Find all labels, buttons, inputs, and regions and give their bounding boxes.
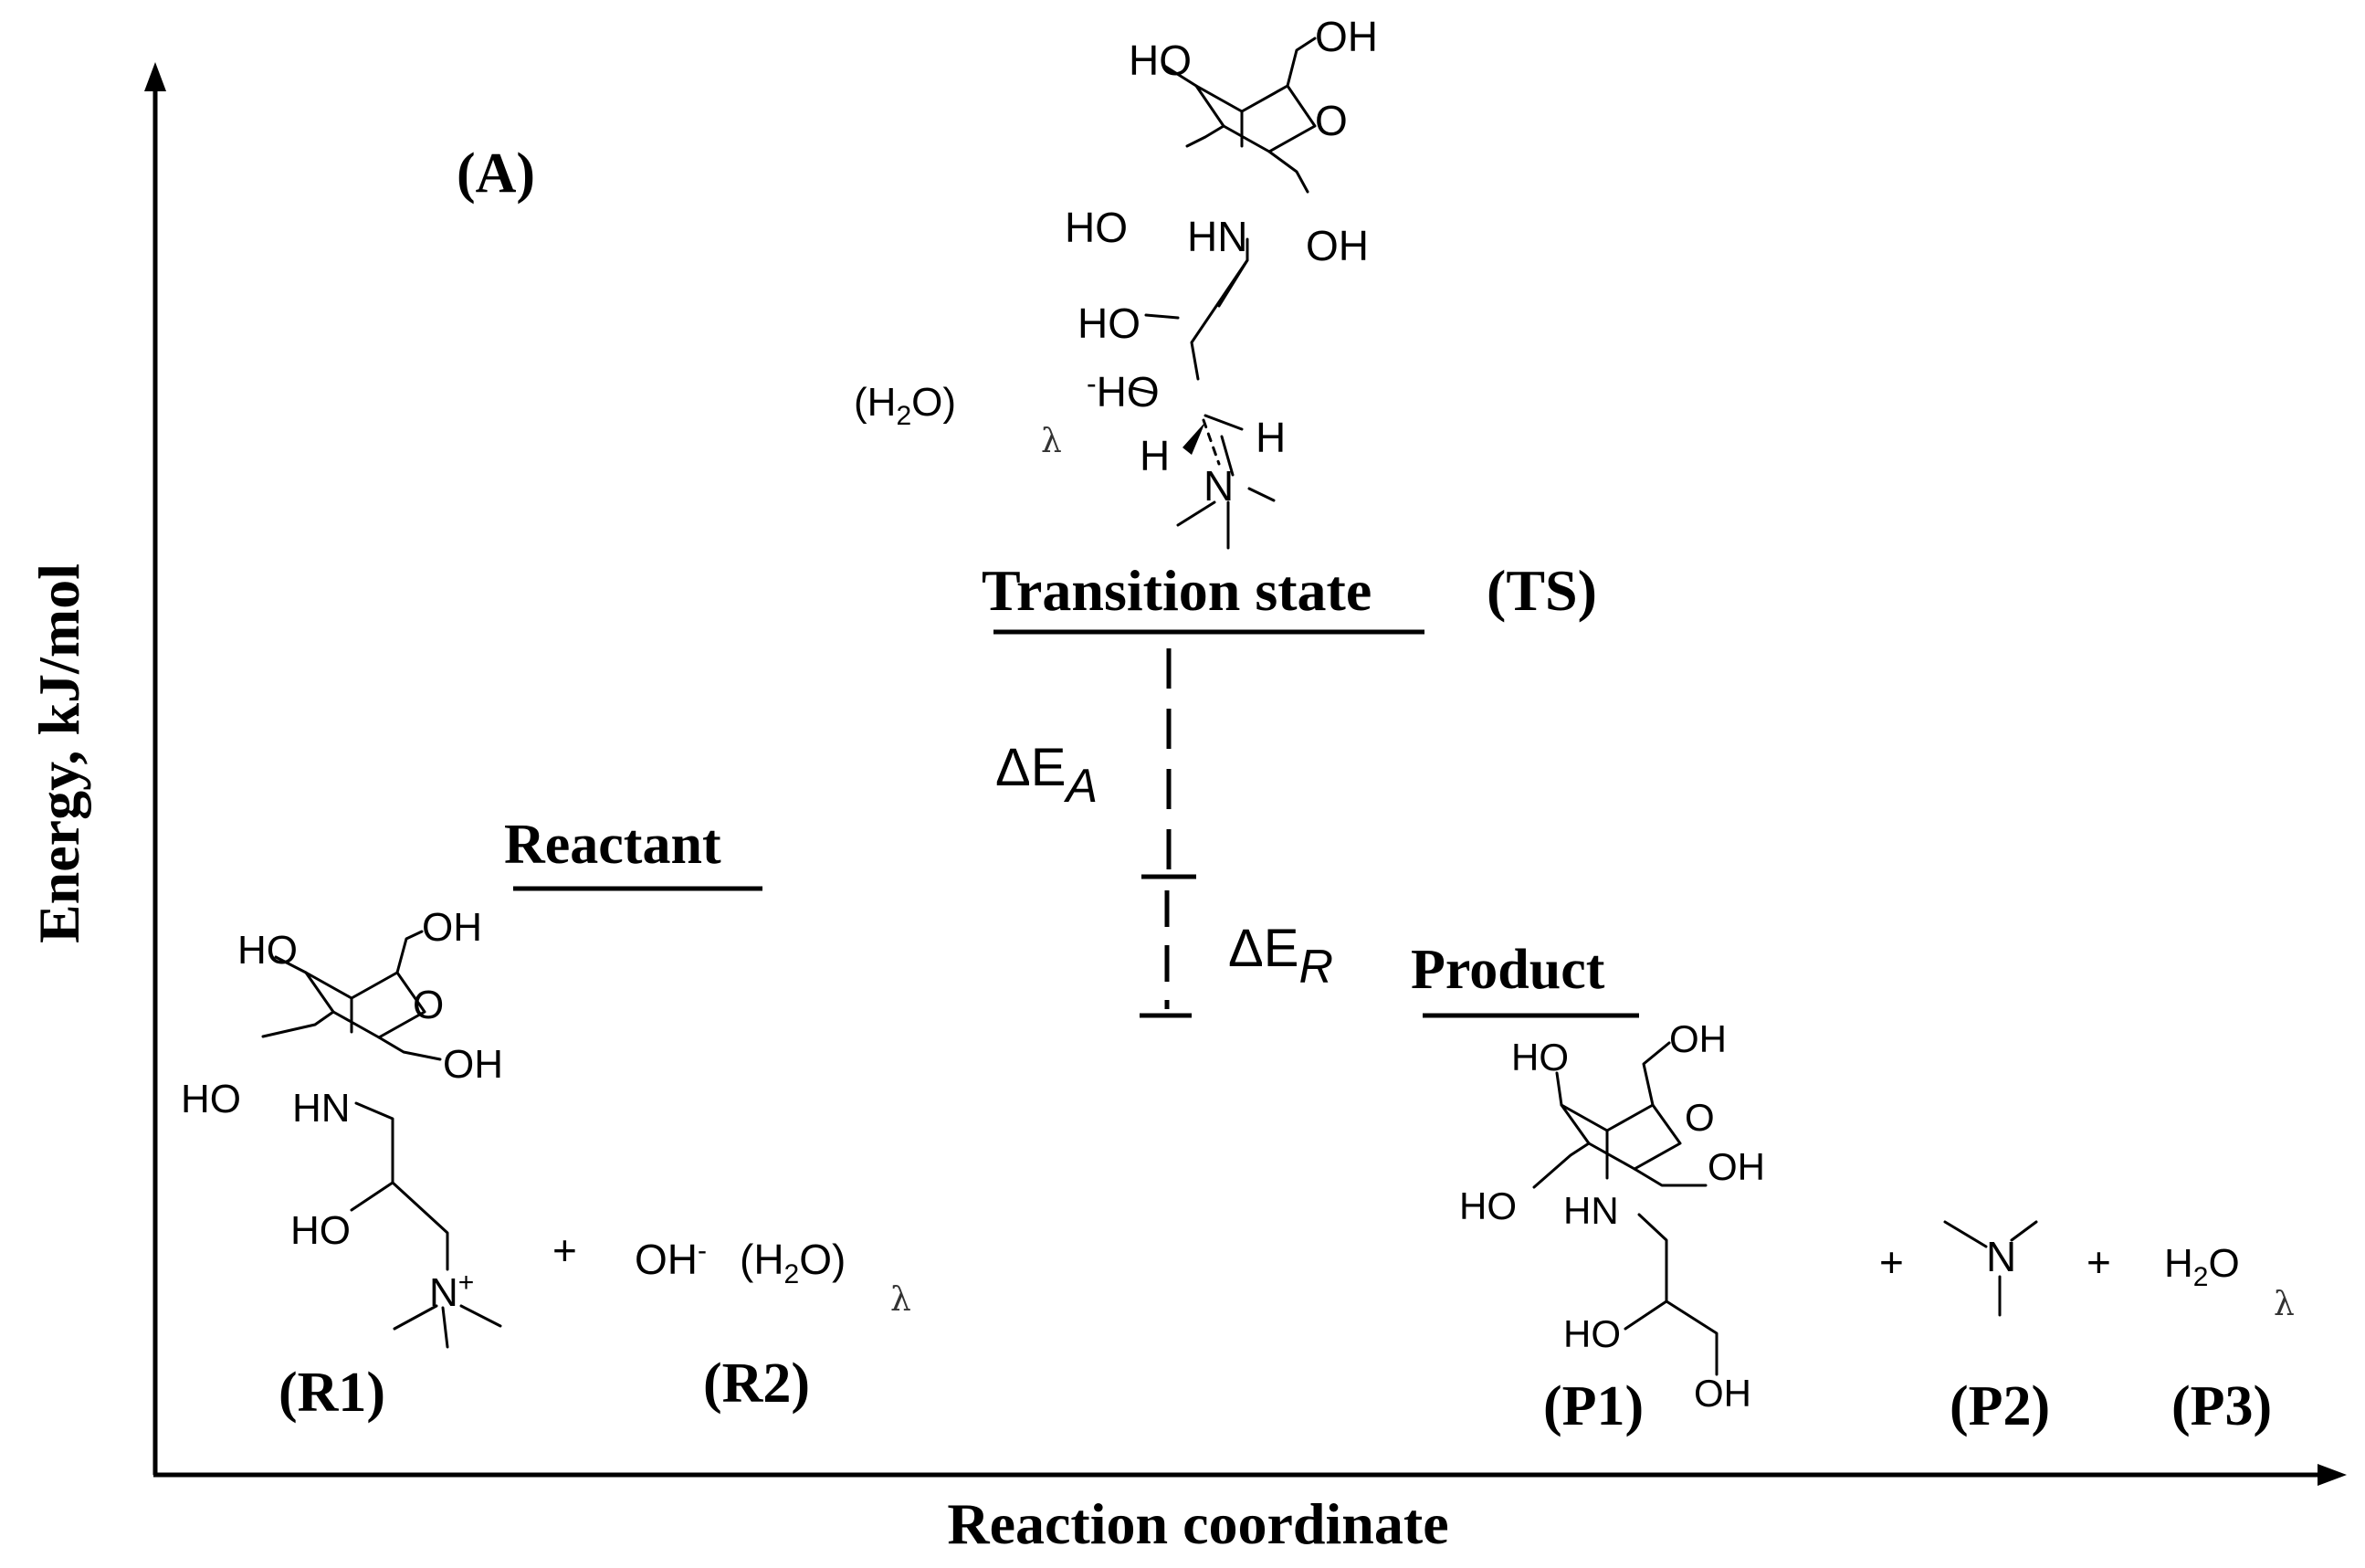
p1-oh-right: OH	[1708, 1145, 1765, 1188]
r1-ho-chain: HO	[290, 1208, 351, 1253]
ts-oh-right: OH	[1306, 222, 1369, 269]
r1-ho-left: HO	[181, 1077, 241, 1121]
activation-energy-label: ΔEA	[995, 738, 1098, 813]
transition-state-label: Transition state	[982, 558, 1372, 623]
ts-n: N	[1204, 462, 1234, 510]
transition-state-abbr: (TS)	[1487, 558, 1597, 623]
reactant-r2-structure: + OH- (H2O) λ (R2)	[552, 1226, 911, 1415]
p2-label: (P2)	[1950, 1375, 2050, 1437]
reactant-plus-sign: +	[552, 1226, 577, 1274]
reactant-r1-structure: HO OH O HO HN OH HO N+ (R1)	[181, 905, 503, 1424]
p1-oh-end: OH	[1694, 1372, 1751, 1415]
p1-ho-left: HO	[1459, 1184, 1517, 1227]
r1-label: (R1)	[279, 1362, 385, 1424]
x-axis-arrowhead	[2318, 1464, 2347, 1486]
reaction-energy-label: ΔER	[1228, 919, 1333, 994]
product-plus-sign-2: +	[2086, 1238, 2111, 1286]
r2-hydroxide: OH-	[635, 1236, 707, 1283]
y-axis-label: Energy, kJ/mol	[26, 563, 91, 943]
r1-bonds	[261, 930, 502, 1349]
product-p2-structure: + N (P2)	[1879, 1220, 2050, 1437]
ts-water: (H2O)	[854, 380, 956, 431]
r1-oh-top: OH	[422, 905, 482, 950]
energy-differences: ΔEA ΔER	[995, 648, 1333, 1018]
r1-ring-o: O	[413, 983, 444, 1027]
reactant-label: Reactant	[504, 814, 721, 876]
r1-n-plus: N+	[429, 1268, 474, 1315]
axes	[144, 62, 2347, 1486]
p1-ho-top: HO	[1511, 1036, 1569, 1079]
p3-lambda: λ	[2274, 1286, 2295, 1323]
p1-label: (P1)	[1543, 1375, 1644, 1437]
ts-ring-bonds	[1130, 37, 1317, 550]
ts-ho-top: HO	[1129, 37, 1192, 84]
ts-ho-left: HO	[1065, 204, 1128, 251]
ts-hn: HN	[1187, 213, 1247, 260]
transition-state-structure: HO OH O HO HN OH HO -HO H H N (H2O) λ	[854, 13, 1378, 550]
p1-oh-top: OH	[1669, 1017, 1727, 1060]
ts-ho-chain: HO	[1077, 300, 1140, 347]
product-label: Product	[1411, 939, 1605, 1001]
p1-ho-chain: HO	[1563, 1312, 1621, 1355]
product-p3-structure: + H2O λ (P3)	[2086, 1238, 2295, 1437]
p3-label: (P3)	[2171, 1375, 2272, 1437]
p2-bonds	[1943, 1220, 2038, 1317]
p2-n: N	[1986, 1233, 2016, 1280]
p1-ring-o: O	[1685, 1096, 1715, 1139]
r1-ho-top: HO	[237, 928, 298, 973]
p3-water: H2O	[2164, 1241, 2240, 1292]
product-plus-sign-1: +	[1879, 1238, 1904, 1286]
ts-oh-top: OH	[1315, 13, 1378, 60]
ts-ring-o: O	[1315, 97, 1348, 144]
energy-levels: Reactant Transition state (TS) Product	[504, 558, 1639, 1018]
y-axis-arrowhead	[144, 62, 166, 91]
ts-h-right: H	[1256, 414, 1286, 461]
p1-hn: HN	[1563, 1189, 1619, 1232]
p1-bonds	[1532, 1041, 1719, 1376]
ts-hydroxide: -HO	[1087, 367, 1160, 416]
r1-oh-right: OH	[443, 1042, 503, 1087]
r2-water: (H2O)	[740, 1236, 846, 1289]
ts-h-left: H	[1140, 432, 1170, 479]
x-axis-label: Reaction coordinate	[947, 1491, 1448, 1556]
r2-lambda: λ	[890, 1281, 911, 1319]
r1-hn: HN	[292, 1086, 351, 1131]
product-p1-structure: HO OH O HO HN OH HO OH (P1)	[1459, 1017, 1765, 1437]
panel-label: (A)	[457, 142, 535, 205]
r2-label: (R2)	[703, 1352, 810, 1415]
ts-lambda: λ	[1041, 423, 1062, 460]
